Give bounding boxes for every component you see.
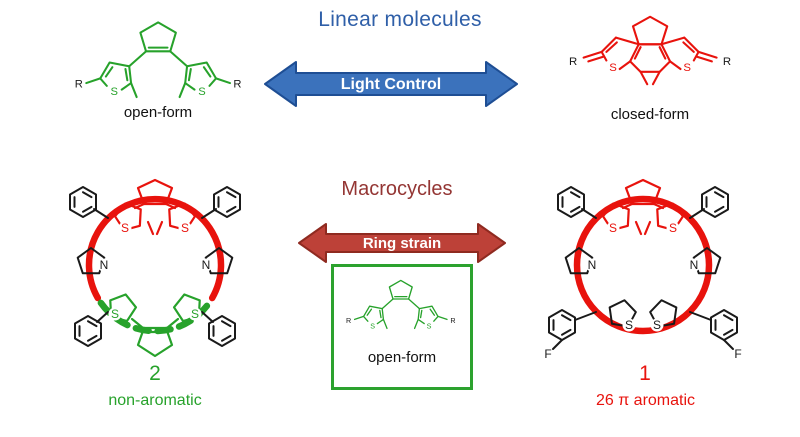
dte-red-unit: [111, 178, 199, 236]
closed-form-structure: S S R R: [569, 15, 731, 86]
atom-n-label: N: [100, 258, 109, 272]
open-form-box-structure: S S R R: [346, 279, 456, 330]
atom-s-label: S: [111, 86, 118, 98]
compound-2-number: 2: [149, 362, 161, 385]
dte-red-unit: [599, 178, 687, 236]
open-form-box-label: open-form: [367, 349, 437, 366]
atom-s-label: S: [609, 221, 617, 235]
atom-f-label: F: [544, 347, 551, 361]
red-arrow-icon: [298, 223, 506, 263]
macrocycle-1-structure: S S N N S S F F: [544, 178, 742, 361]
atom-s-label: S: [609, 62, 617, 74]
closed-form-bonds: [582, 15, 718, 86]
atom-s-label: S: [181, 221, 189, 235]
compound-1-caption: 26 π aromatic: [595, 392, 696, 409]
atom-r-label: R: [569, 56, 577, 68]
compound-2-caption: non-aromatic: [108, 392, 202, 409]
atom-s-label: S: [625, 318, 633, 332]
atom-n-label: N: [588, 258, 597, 272]
atom-s-label: S: [683, 62, 691, 74]
ring-strain-label: Ring strain: [363, 235, 441, 252]
atom-f-label: F: [734, 347, 741, 361]
atom-r-label: R: [233, 79, 241, 91]
atom-r-label: R: [346, 316, 351, 325]
light-control-arrow: Light Control: [264, 61, 518, 107]
open-form-label: open-form: [123, 104, 193, 121]
open-form-box: S S R R open-form: [331, 264, 473, 390]
blue-arrow-icon: [264, 61, 518, 107]
ring-strain-arrow: Ring strain: [298, 223, 506, 263]
aromatic-ring-circle: [85, 195, 225, 302]
atom-s-label: S: [121, 221, 129, 235]
compound-1-number: 1: [639, 362, 651, 385]
open-form-bonds: [85, 21, 232, 99]
atom-n-label: N: [690, 258, 699, 272]
macrocycle-1-black-rings: [548, 186, 738, 350]
atom-r-label: R: [723, 56, 731, 68]
open-form-structure: S S R R: [75, 21, 242, 99]
atom-s-label: S: [427, 321, 432, 330]
closed-form-label: closed-form: [610, 106, 690, 123]
macrocycle-2-structure: S S N N S S: [69, 178, 241, 358]
atom-s-label: S: [653, 318, 661, 332]
atom-r-label: R: [450, 316, 455, 325]
atom-r-label: R: [75, 79, 83, 91]
atom-s-label: S: [191, 307, 199, 321]
open-form-bonds: [353, 279, 448, 330]
atom-n-label: N: [202, 258, 211, 272]
atom-s-label: S: [111, 307, 119, 321]
phenyl-groups: [69, 186, 241, 347]
light-control-label: Light Control: [341, 76, 441, 93]
atom-s-label: S: [198, 86, 205, 98]
dte-green-open-unit: [105, 289, 205, 358]
atom-s-label: S: [370, 321, 375, 330]
macrocycles-title: Macrocycles: [341, 178, 453, 200]
atom-s-label: S: [669, 221, 677, 235]
linear-molecules-title: Linear molecules: [318, 8, 482, 31]
